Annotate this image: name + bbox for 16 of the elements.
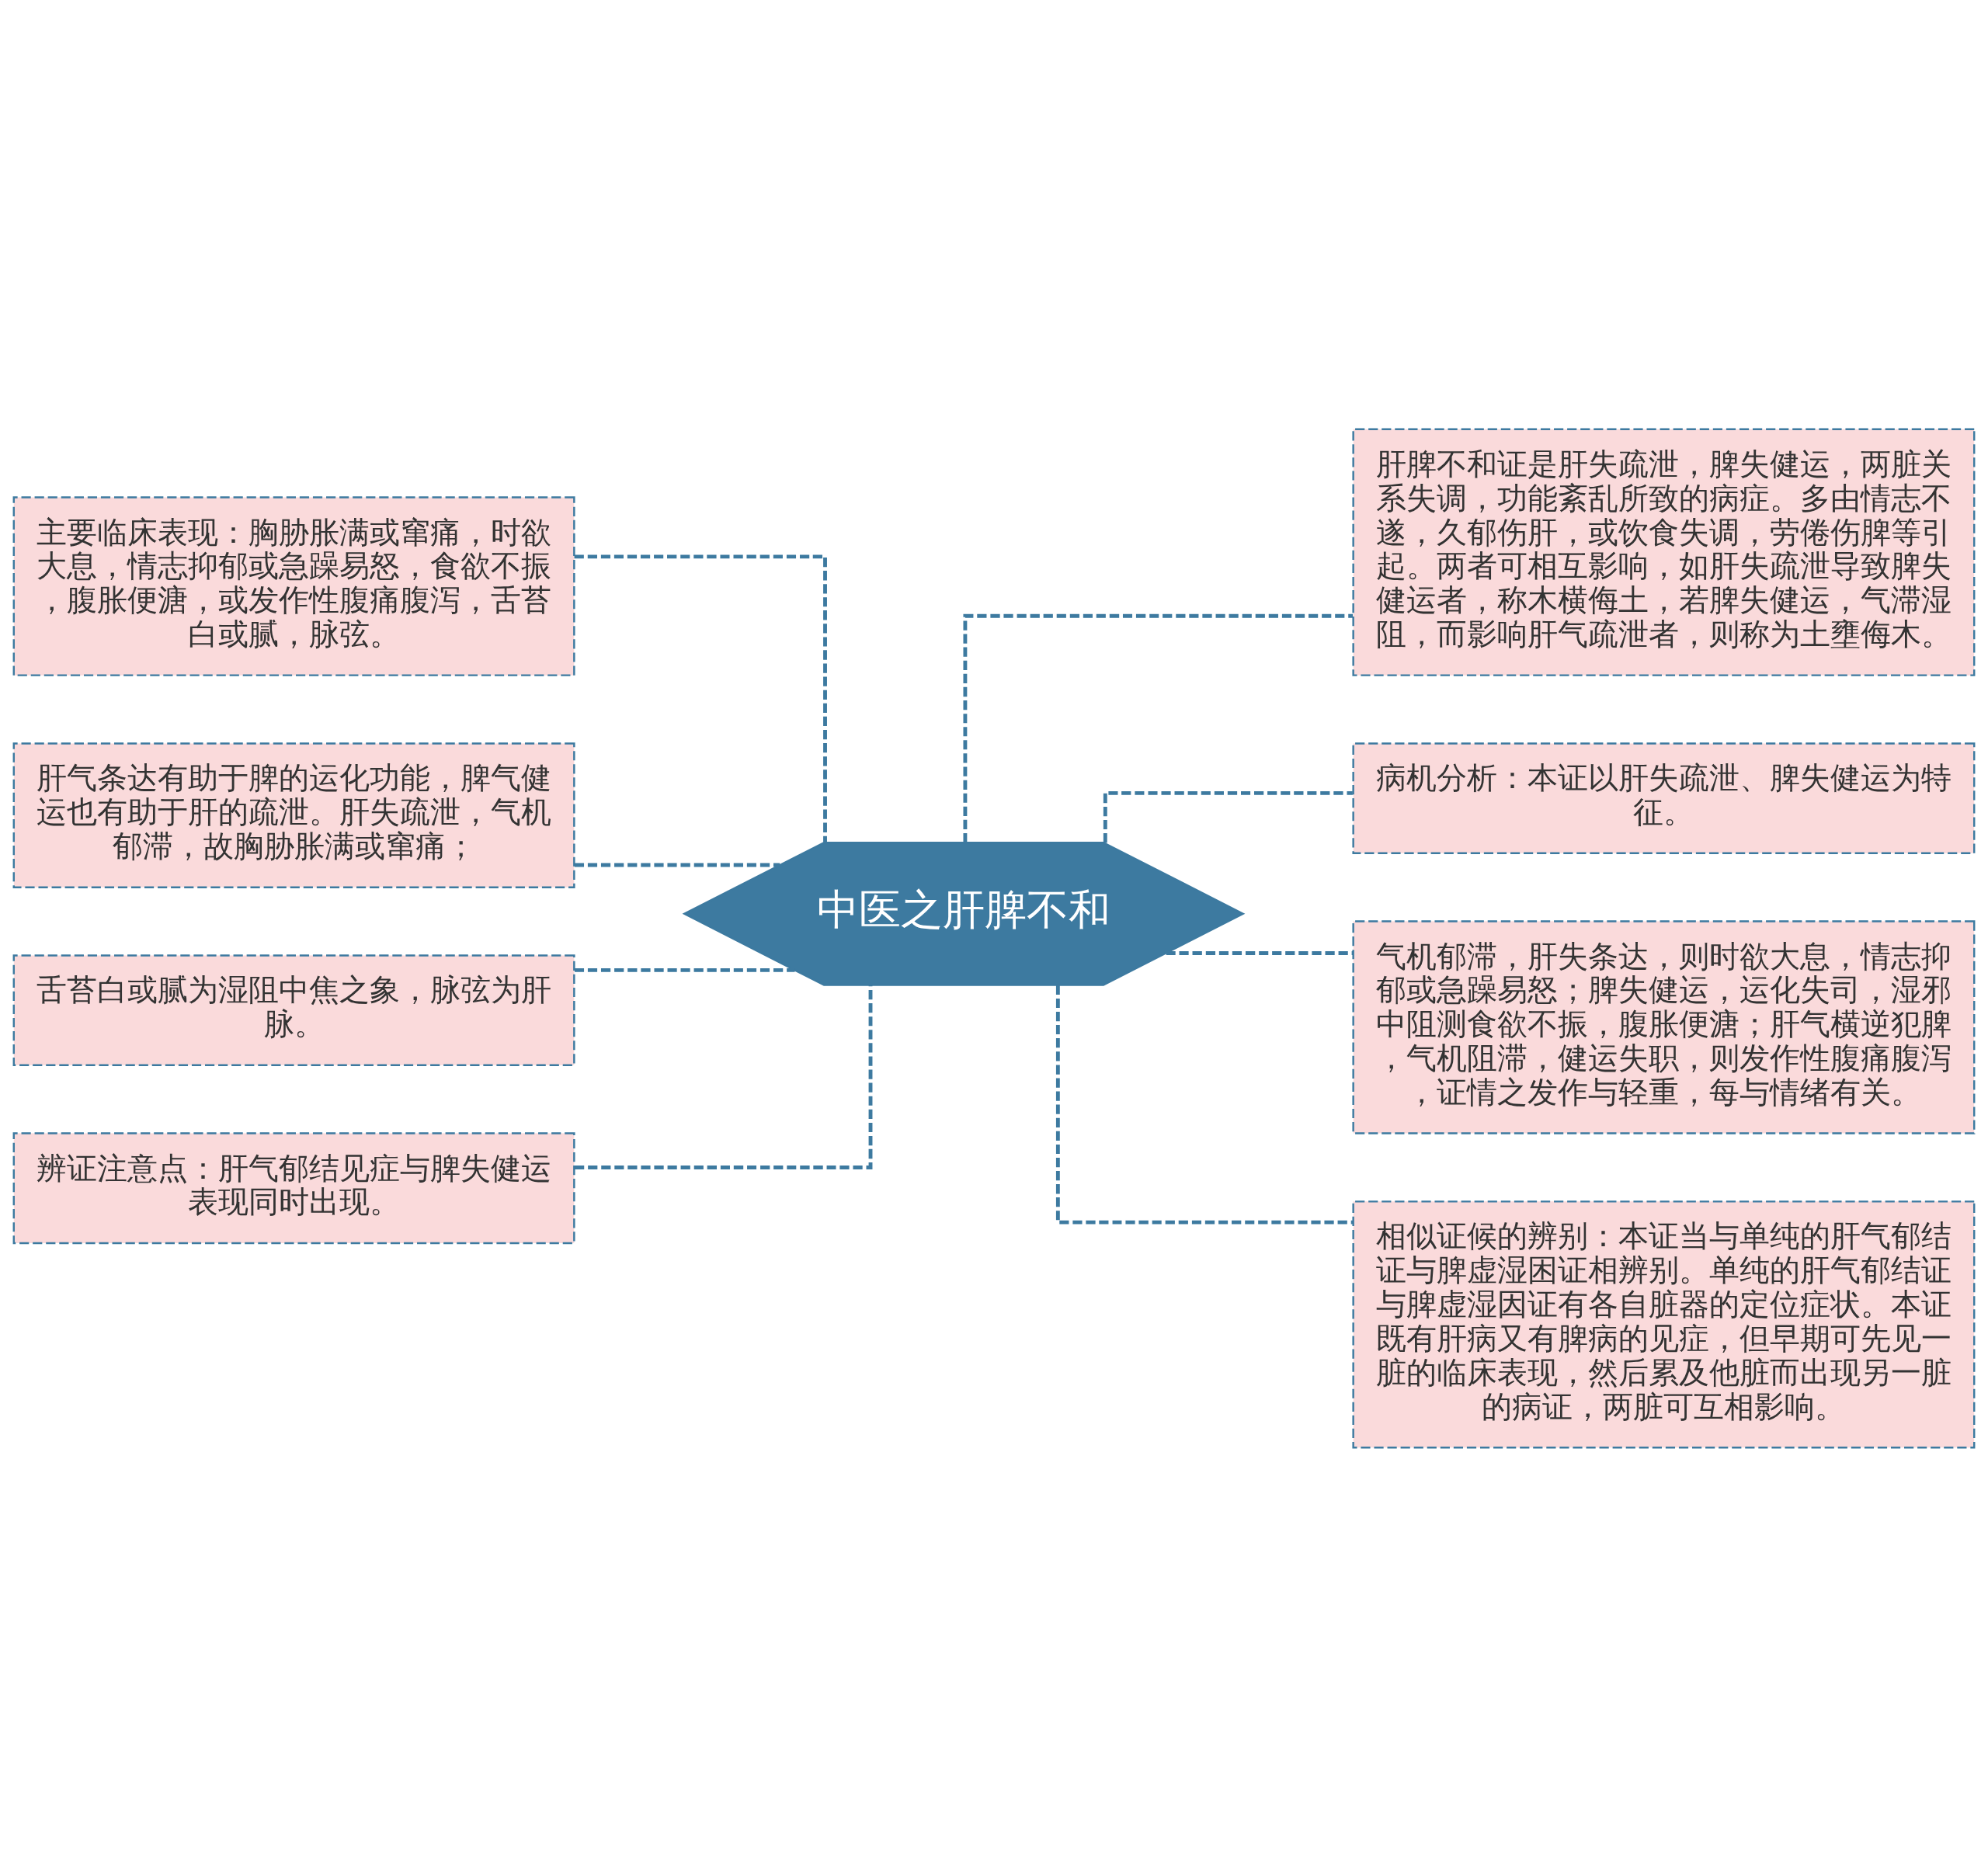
connector xyxy=(1166,950,1354,955)
node-box: 舌苔白或腻为湿阻中焦之象，脉弦为肝脉。 xyxy=(12,954,575,1066)
connector xyxy=(574,554,827,842)
connector xyxy=(575,985,873,1169)
connector xyxy=(574,968,795,972)
node-box: 病机分析：本证以肝失疏泄、脾失健运为特征。 xyxy=(1352,742,1976,854)
connector xyxy=(1055,985,1354,1225)
node-box: 气机郁滞，肝失条达，则时欲大息，情志抑郁或急躁易怒；脾失健运，运化失司，湿邪中阻测食欲不振，腹胀便溏；肝气横逆犯脾，气机阻滞，健运失职，则发作性腹痛腹泻，证情之发作与轻重，每与情绪有关。 xyxy=(1352,919,1976,1134)
node-box: 相似证候的辨别：本证当与单纯的肝气郁结证与脾虚湿困证相辨别。单纯的肝气郁结证与脾虚湿因证有各自脏器的定位症状。本证既有肝病又有脾病的见症，但早期可先见一脏的临床表现，然后累及他脏而出现另一脏的病证，两脏可互相影响。 xyxy=(1352,1200,1976,1448)
node-box: 肝气条达有助于脾的运化功能，脾气健运也有助于肝的疏泄。肝失疏泄，气机郁滞，故胸胁胀满或窜痛； xyxy=(12,742,575,888)
node-box: 辨证注意点：肝气郁结见症与脾失健运表现同时出现。 xyxy=(12,1131,575,1244)
connector xyxy=(1103,790,1353,842)
node-box: 肝脾不和证是肝失疏泄，脾失健运，两脏关系失调，功能紊乱所致的病症。多由情志不遂，久郁伤肝，或饮食失调，劳倦伤脾等引起。两者可相互影响，如肝失疏泄导致脾失健运者，称木横侮土，若脾失健运，气滞湿阻，而影响肝气疏泄者，则称为土壅侮木。 xyxy=(1352,428,1976,676)
node-box: 主要临床表现：胸胁胀满或窜痛，时欲大息，情志抑郁或急躁易怒，食欲不振，腹胀便溏，或发作性腹痛腹泻，舌苔白或腻，脉弦。 xyxy=(12,495,575,676)
connector xyxy=(574,863,780,867)
connector xyxy=(963,613,1353,842)
